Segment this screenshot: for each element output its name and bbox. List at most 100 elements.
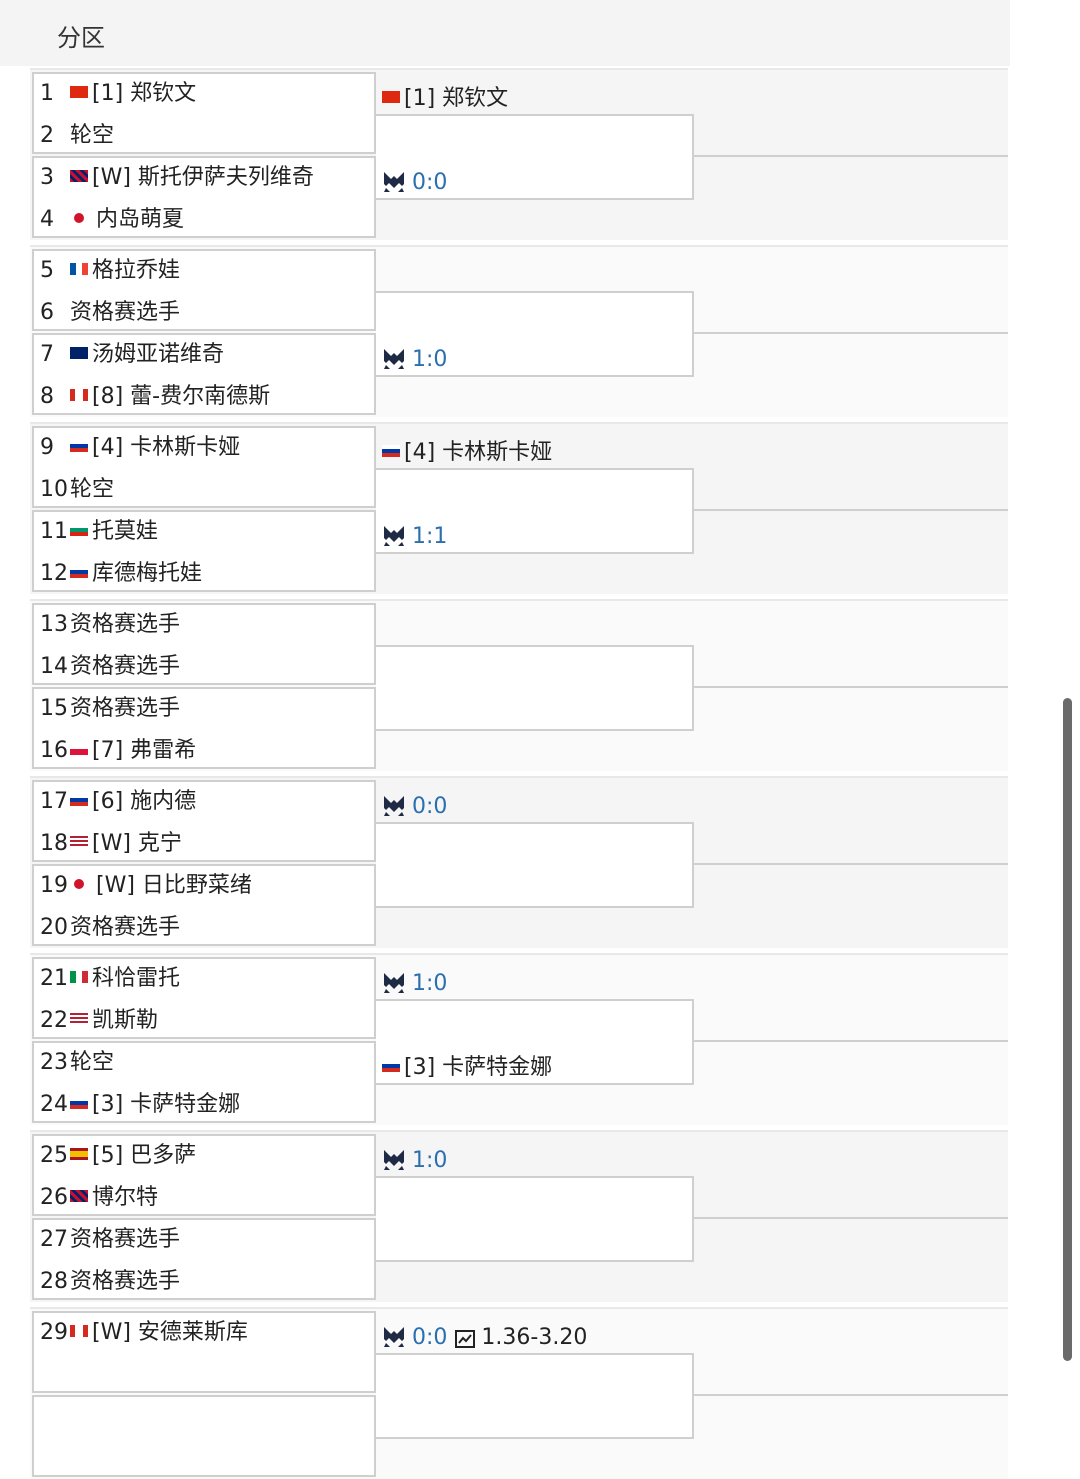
second-round-match[interactable] [376,468,694,554]
player-row[interactable]: 17[6] 施内德 [40,782,196,822]
h2h-score[interactable]: 0:0 [412,170,448,195]
second-round-match[interactable] [376,114,694,200]
player-row[interactable]: 15资格赛选手 [40,689,180,729]
country-flag-icon [70,566,88,578]
player-name: 资格赛选手 [70,654,181,679]
player-name: [W] 安德莱斯库 [92,1320,248,1345]
head-to-head[interactable]: 0:0 [382,168,447,198]
player-row[interactable]: 19[W] 日比野菜绪 [40,866,252,906]
second-round-match[interactable] [376,645,694,731]
player-row[interactable]: 3[W] 斯托伊萨夫列维奇 [40,158,314,198]
first-round-match[interactable]: 29 [W] 安德莱斯库 [32,1311,376,1393]
player-row[interactable]: 27资格赛选手 [40,1220,180,1260]
h2h-score[interactable]: 0:0 [412,794,448,819]
player-name: 轮空 [70,123,115,148]
h2h-score[interactable]: 1:1 [412,524,448,549]
player-row[interactable]: 20资格赛选手 [40,908,180,948]
draw-position: 10 [40,477,68,502]
player-row[interactable]: 10轮空 [40,470,114,510]
draw-position: 22 [40,1008,68,1033]
bracket-connector [694,686,1008,688]
country-flag-icon [74,213,84,223]
head-to-head[interactable]: 1:1 [382,522,447,552]
bracket-connector [694,863,1008,865]
h2h-score[interactable]: 1:0 [412,1148,448,1173]
player-row[interactable]: 9[4] 卡林斯卡娅 [40,428,240,468]
h2h-score[interactable]: 1:0 [412,347,448,372]
player-row[interactable]: 16[7] 弗雷希 [40,731,196,771]
bracket-connector [694,1394,1008,1396]
player-row[interactable]: 25[5] 巴多萨 [40,1136,196,1176]
scrollbar[interactable] [1063,698,1072,1361]
second-round-match[interactable] [376,1353,694,1439]
player-row[interactable] [40,1355,70,1395]
player-name: 托莫娃 [92,519,159,544]
draw-position: 6 [40,300,54,325]
advanced-player[interactable]: [4] 卡林斯卡娅 [382,438,552,468]
player-name: 科恰雷托 [92,966,181,991]
head-to-head[interactable]: 0:0 [382,792,447,822]
second-round-match[interactable] [376,999,694,1085]
player-row[interactable]: 24[3] 卡萨特金娜 [40,1085,240,1125]
draw-position: 29 [40,1320,68,1345]
first-round-match[interactable] [32,1395,376,1477]
draw-position: 13 [40,612,68,637]
player-row[interactable]: 1[1] 郑钦文 [40,74,196,114]
player-row[interactable] [40,1439,70,1479]
second-round-match[interactable] [376,291,694,377]
player-row[interactable]: 14资格赛选手 [40,647,180,687]
advanced-player[interactable]: [3] 卡萨特金娜 [382,1053,552,1083]
head-to-head[interactable]: 1:0 [382,969,447,999]
player-name: [5] 巴多萨 [92,1143,197,1168]
h2h-score[interactable]: 1:0 [412,971,448,996]
draw-position: 17 [40,789,68,814]
player-name: [3] 卡萨特金娜 [92,1092,241,1117]
player-row[interactable]: 29 [W] 安德莱斯库 [40,1313,248,1353]
second-round-match[interactable] [376,822,694,908]
head-to-head[interactable]: 1:0 [382,345,447,375]
player-row[interactable] [40,1397,70,1437]
section-title: 分区 [57,24,105,52]
player-row[interactable]: 18[W] 克宁 [40,824,182,864]
player-row[interactable]: 23轮空 [40,1043,114,1083]
head-to-head-icon [382,971,406,993]
draw-position: 15 [40,696,68,721]
player-name: 内岛萌夏 [96,207,185,232]
player-row[interactable]: 8[8] 蕾-费尔南德斯 [40,377,270,417]
player-row[interactable]: 13资格赛选手 [40,605,180,645]
head-to-head[interactable]: 1:0 [382,1146,447,1176]
player-row[interactable]: 28资格赛选手 [40,1262,180,1302]
country-flag-icon [70,1097,88,1109]
head-to-head-icon [382,1325,406,1347]
advanced-player[interactable]: [1] 郑钦文 [382,84,508,114]
h2h-score[interactable]: 0:0 [412,1325,448,1350]
second-round-match[interactable] [376,1176,694,1262]
